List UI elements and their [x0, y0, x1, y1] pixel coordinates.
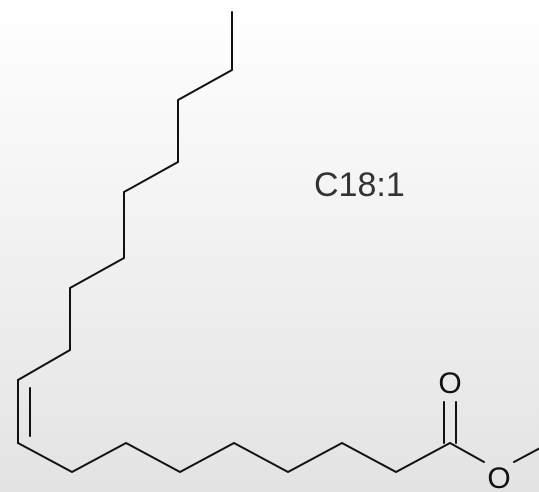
- ester-single-bond: [449, 442, 485, 463]
- carbonyl-oxygen-label: O: [438, 367, 461, 400]
- fatty-acid-notation-label: C18:1: [314, 166, 405, 204]
- lower-carbon-chain: [17, 442, 451, 473]
- alkyl-tail-chain: [17, 11, 233, 381]
- ester-oxygen-label: O: [487, 462, 510, 492]
- methyl-bond: [513, 447, 539, 463]
